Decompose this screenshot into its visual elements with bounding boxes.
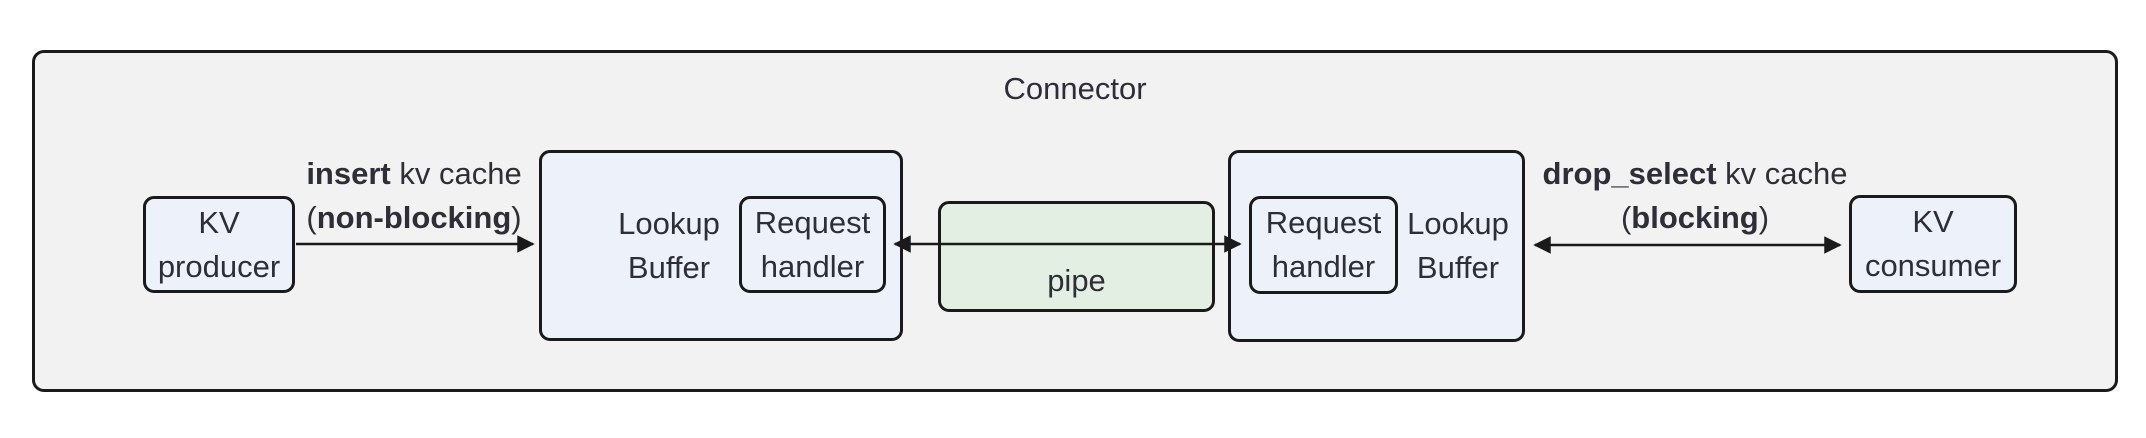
request-handler-left-node: Request handler xyxy=(739,196,886,293)
request-handler-left-label: Request handler xyxy=(754,204,871,284)
insert-edge-label-line2: (non-blocking) xyxy=(306,200,522,235)
drop-select-edge-label-line2: (blocking) xyxy=(1620,200,1770,235)
kv-producer-node: KV producer xyxy=(143,196,295,293)
insert-edge-label-line1: insert kv cache xyxy=(306,156,522,191)
kv-consumer-label: KV consumer xyxy=(1864,204,2002,283)
drop-select-edge-label-line1: drop_select kv cache xyxy=(1542,156,1848,191)
request-handler-right-label: Request handler xyxy=(1265,205,1382,284)
lookup-buffer-right-label: Lookup Buffer xyxy=(1407,206,1509,285)
lookup-buffer-left-node: Lookup Buffer Request handler xyxy=(539,150,903,341)
kv-consumer-node: KV consumer xyxy=(1849,195,2017,293)
drop-select-edge-label: drop_select kv cache (blocking) xyxy=(1543,152,1848,240)
request-handler-right-node: Request handler xyxy=(1249,196,1398,294)
pipe-node: pipe xyxy=(938,201,1215,312)
connector-group-title: Connector xyxy=(1003,71,1147,106)
lookup-buffer-right-node: Request handler Lookup Buffer xyxy=(1228,150,1525,342)
kv-producer-label: KV producer xyxy=(157,204,281,284)
lookup-buffer-left-label: Lookup Buffer xyxy=(618,205,720,285)
pipe-label: pipe xyxy=(1047,263,1106,298)
insert-edge-label: insert kv cache (non-blocking) xyxy=(306,152,521,240)
